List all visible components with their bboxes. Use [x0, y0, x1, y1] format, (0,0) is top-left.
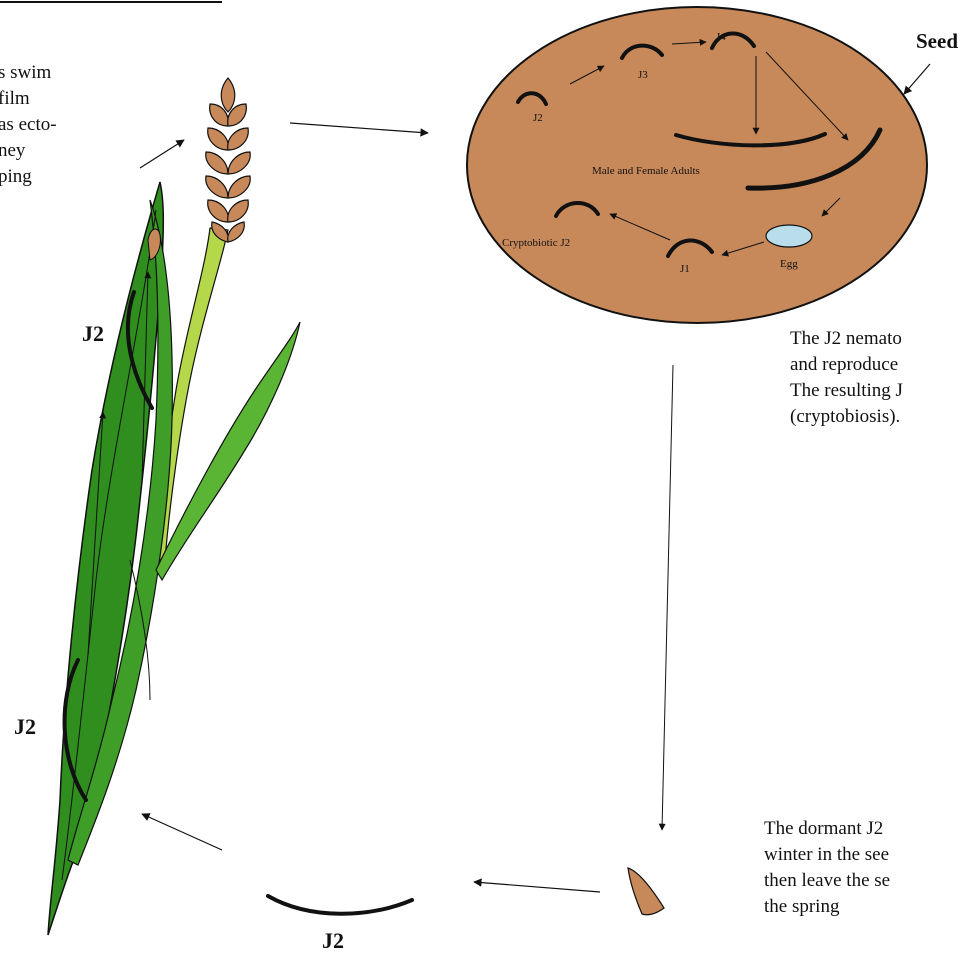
- wheat-plant: [48, 78, 300, 935]
- intro-line: ney: [0, 138, 57, 164]
- label-adults: Male and Female Adults: [592, 165, 700, 177]
- reproduce-line: and reproduce: [790, 352, 903, 378]
- label-egg: Egg: [780, 258, 798, 270]
- arrow-seed-to-ground: [662, 365, 673, 830]
- label-cryptobiotic-j2: Cryptobiotic J2: [502, 237, 570, 249]
- intro-line: as ecto-: [0, 112, 57, 138]
- dormant-line: the spring: [764, 894, 890, 920]
- seed-pointer-arrow: [904, 64, 930, 94]
- reproduce-line: The J2 nemato: [790, 326, 903, 352]
- seed-label: Seed: [916, 29, 958, 53]
- seed: J2 J3 J4 Male and Female Adults Egg J1 C…: [467, 7, 927, 323]
- label-j4: J4: [716, 31, 726, 43]
- intro-line: s swim: [0, 60, 57, 86]
- arrow-to-wheat-head: [140, 140, 184, 168]
- label-j3: J3: [638, 69, 648, 81]
- intro-line: ping: [0, 164, 57, 190]
- soil-worm: [268, 896, 412, 914]
- label-j2: J2: [533, 112, 543, 124]
- intro-line: film: [0, 86, 57, 112]
- soil-j2-label: J2: [322, 928, 344, 953]
- fallen-seed: [628, 868, 664, 915]
- reproduce-line: (cryptobiosis).: [790, 404, 903, 430]
- dormant-line: winter in the see: [764, 842, 890, 868]
- plant-upper-j2-label: J2: [82, 321, 104, 346]
- arrow-soil-to-plant: [142, 814, 222, 850]
- intro-text: s swim film as ecto- ney ping: [0, 60, 57, 190]
- wheat-head: [206, 78, 250, 242]
- label-j1: J1: [680, 263, 690, 275]
- reproduce-note: The J2 nemato and reproduce The resultin…: [790, 326, 903, 430]
- reproduce-line: The resulting J: [790, 378, 903, 404]
- plant-lower-j2-label: J2: [14, 714, 36, 739]
- arrow-seed-to-soil: [474, 882, 600, 892]
- egg: [766, 225, 812, 247]
- arrow-head-to-seed: [290, 123, 428, 133]
- dormant-line: then leave the se: [764, 868, 890, 894]
- dormant-note: The dormant J2 winter in the see then le…: [764, 816, 890, 920]
- dormant-line: The dormant J2: [764, 816, 890, 842]
